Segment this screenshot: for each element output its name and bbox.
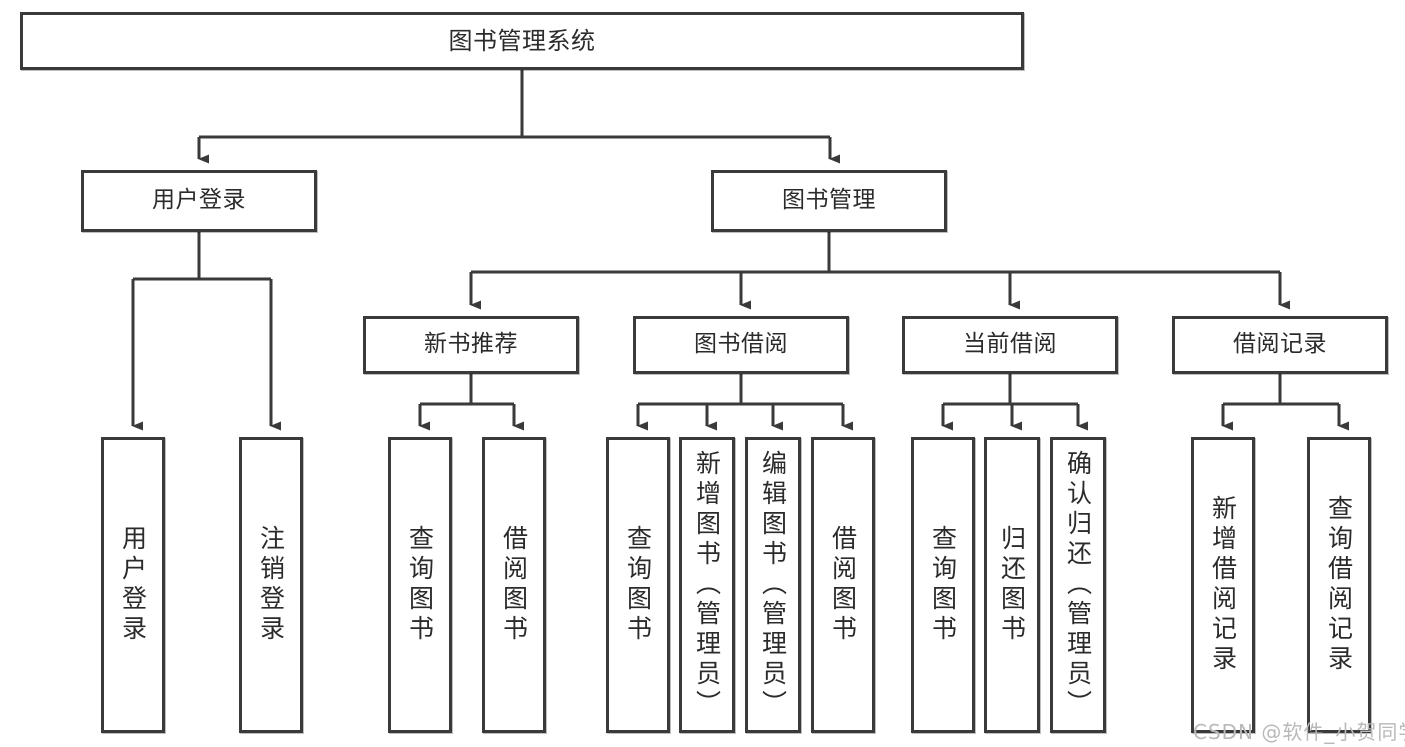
leaf-add-borrow-record[interactable]: 新增借阅记录	[1191, 437, 1255, 733]
node-book-borrow[interactable]: 图书借阅	[633, 316, 849, 374]
leaf-borrow-book-2[interactable]: 借阅图书	[811, 437, 875, 733]
leaf-borrow-book-1[interactable]: 借阅图书	[482, 437, 546, 733]
leaf-query-book-1[interactable]: 查询图书	[388, 437, 452, 733]
leaf-query-book-2[interactable]: 查询图书	[606, 437, 670, 733]
leaf-edit-book-label: 编辑图书（管理员）	[758, 450, 788, 720]
node-book-manage[interactable]: 图书管理	[711, 170, 947, 232]
leaf-return-book-label: 归还图书	[997, 525, 1027, 645]
node-borrow-record-label: 借阅记录	[1233, 331, 1327, 358]
csdn-watermark: CSDN @软件_小贺同学	[1193, 720, 1405, 744]
leaf-query-book-2-label: 查询图书	[623, 525, 653, 645]
leaf-logout[interactable]: 注销登录	[239, 437, 303, 733]
leaf-query-book-1-label: 查询图书	[405, 525, 435, 645]
leaf-query-borrow-record-label: 查询借阅记录	[1324, 495, 1354, 675]
node-new-book-recommend-label: 新书推荐	[424, 331, 518, 358]
node-book-borrow-label: 图书借阅	[694, 331, 788, 358]
node-root-label: 图书管理系统	[448, 26, 596, 55]
node-book-manage-label: 图书管理	[782, 187, 876, 214]
leaf-edit-book[interactable]: 编辑图书（管理员）	[745, 437, 801, 733]
node-current-borrow-label: 当前借阅	[963, 331, 1057, 358]
node-user-login-label: 用户登录	[152, 187, 246, 214]
leaf-query-book-3-label: 查询图书	[928, 525, 958, 645]
leaf-confirm-return-label: 确认归还（管理员）	[1063, 450, 1093, 720]
node-root[interactable]: 图书管理系统	[20, 12, 1024, 70]
node-user-login[interactable]: 用户登录	[81, 170, 317, 232]
leaf-add-book-label: 新增图书（管理员）	[692, 450, 722, 720]
node-new-book-recommend[interactable]: 新书推荐	[363, 316, 579, 374]
leaf-query-book-3[interactable]: 查询图书	[911, 437, 975, 733]
leaf-add-book[interactable]: 新增图书（管理员）	[679, 437, 735, 733]
leaf-borrow-book-1-label: 借阅图书	[499, 525, 529, 645]
leaf-logout-label: 注销登录	[256, 525, 286, 645]
node-borrow-record[interactable]: 借阅记录	[1172, 316, 1388, 374]
leaf-query-borrow-record[interactable]: 查询借阅记录	[1307, 437, 1371, 733]
leaf-return-book[interactable]: 归还图书	[984, 437, 1040, 733]
leaf-add-borrow-record-label: 新增借阅记录	[1208, 495, 1238, 675]
leaf-user-login[interactable]: 用户登录	[101, 437, 165, 733]
leaf-confirm-return[interactable]: 确认归还（管理员）	[1050, 437, 1106, 733]
node-current-borrow[interactable]: 当前借阅	[902, 316, 1118, 374]
leaf-user-login-label: 用户登录	[118, 525, 148, 645]
leaf-borrow-book-2-label: 借阅图书	[828, 525, 858, 645]
